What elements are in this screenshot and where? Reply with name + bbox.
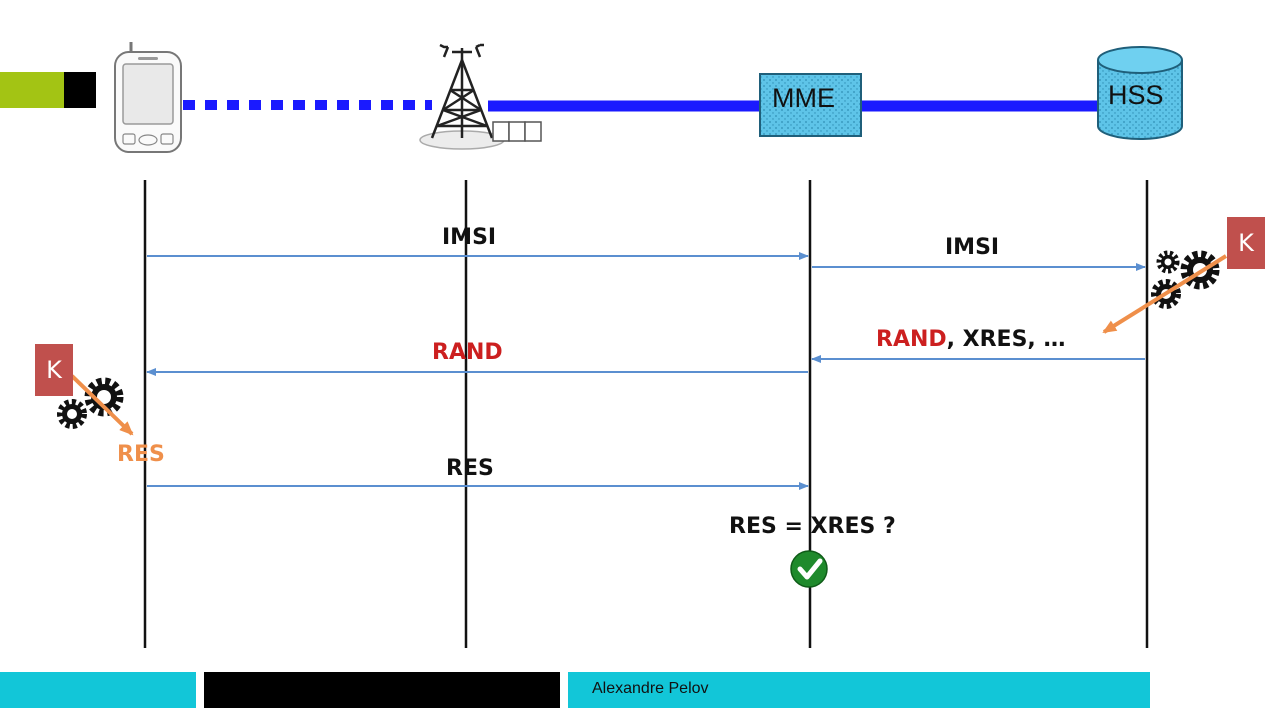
- checkmark-icon: [790, 550, 828, 588]
- footer-bar-right: [568, 672, 1150, 708]
- msg-rand-mme-ue: RAND: [432, 340, 503, 365]
- footer-author: Alexandre Pelov: [592, 680, 709, 697]
- ue-res-computed: RES: [117, 442, 165, 467]
- accent-bar-green: [0, 72, 64, 108]
- accent-bar-black: [64, 72, 96, 108]
- ue-key-box: K: [35, 344, 73, 396]
- phone-icon: [114, 42, 182, 153]
- msg-res-ue-mme: RES: [446, 456, 494, 481]
- hss-key-box: K: [1227, 217, 1265, 269]
- hss-label: HSS: [1108, 80, 1164, 110]
- msg-imsi-mme-hss: IMSI: [945, 235, 1000, 260]
- gears-icon: [57, 377, 124, 429]
- msg-auth-vector-rest: , XRES, …: [946, 327, 1066, 352]
- footer-bar-left: [0, 672, 196, 708]
- tower-icon: [419, 43, 542, 150]
- msg-auth-vector-rand: RAND: [876, 327, 947, 352]
- arrow-k-to-res: [70, 374, 134, 436]
- footer-bar-middle: [204, 672, 560, 708]
- arrow-k-to-vector: [1102, 254, 1228, 334]
- mme-label: MME: [772, 83, 835, 113]
- res-check-label: RES = XRES ?: [729, 514, 896, 539]
- msg-auth-vector: RAND, XRES, …: [876, 327, 1065, 352]
- hss-node: [1097, 46, 1183, 140]
- msg-imsi-ue-mme: IMSI: [442, 225, 497, 250]
- mme-node: [759, 73, 862, 137]
